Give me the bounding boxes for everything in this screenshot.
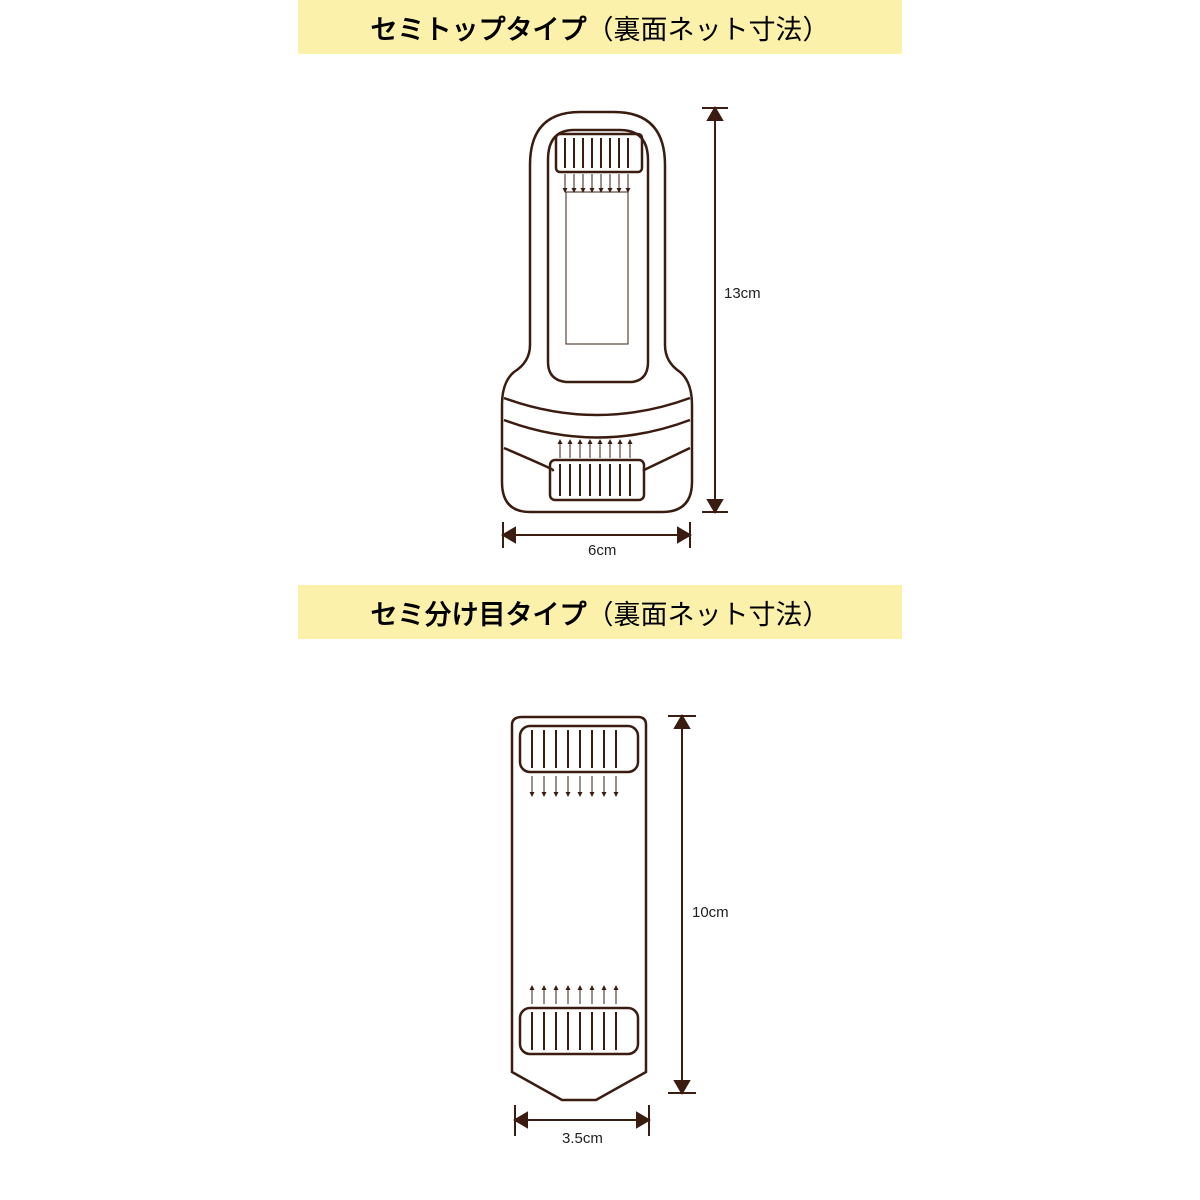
semi-parting-outer-outline — [510, 715, 648, 1102]
semi-parting-height-dimension — [668, 714, 696, 1095]
semi-top-base-curve-3 — [503, 446, 555, 472]
semi-top-upper-pins — [562, 174, 631, 193]
semi-parting-upper-comb — [518, 724, 640, 774]
semi-parting-width-label: 3.5cm — [562, 1130, 603, 1147]
semi-top-upper-comb — [554, 132, 644, 174]
semi-top-base-curve-1 — [503, 396, 691, 417]
semi-parting-upper-teeth — [531, 730, 617, 768]
semi-parting-upper-pins — [529, 776, 619, 797]
semi-parting-lower-pins — [529, 985, 619, 1004]
section-title-semi-parting: セミ分け目タイプ（裏面ネット寸法） — [298, 585, 902, 639]
semi-top-title: セミトップタイプ — [370, 14, 587, 46]
semi-parting-height-label: 10cm — [692, 904, 729, 921]
semi-top-lower-teeth — [559, 464, 631, 496]
semi-top-height-dimension — [702, 106, 728, 514]
semi-top-inner-outline — [546, 128, 650, 384]
semi-parting-width-dimension — [513, 1105, 651, 1136]
semi-top-center-panel — [565, 191, 629, 345]
semi-top-height-label: 13cm — [724, 285, 761, 302]
semi-top-subtitle: （裏面ネット寸法） — [586, 14, 830, 46]
semi-parting-lower-teeth — [531, 1012, 617, 1050]
semi-top-lower-comb — [548, 458, 646, 502]
semi-top-base-curve-4 — [642, 446, 691, 472]
semi-top-width-label: 6cm — [588, 542, 616, 559]
semi-top-net-diagram — [500, 110, 694, 514]
semi-top-outer-outline — [500, 110, 694, 514]
semi-parting-lower-comb — [518, 1006, 640, 1056]
semi-top-lower-pins — [557, 439, 633, 458]
semi-top-upper-teeth — [564, 138, 629, 168]
semi-parting-title: セミ分け目タイプ — [370, 599, 587, 631]
section-title-semi-top: セミトップタイプ（裏面ネット寸法） — [298, 0, 902, 54]
semi-parting-subtitle: （裏面ネット寸法） — [586, 599, 830, 631]
semi-top-width-dimension — [501, 522, 692, 548]
semi-top-base-curve-2 — [503, 418, 691, 439]
semi-parting-net-diagram — [510, 715, 648, 1102]
